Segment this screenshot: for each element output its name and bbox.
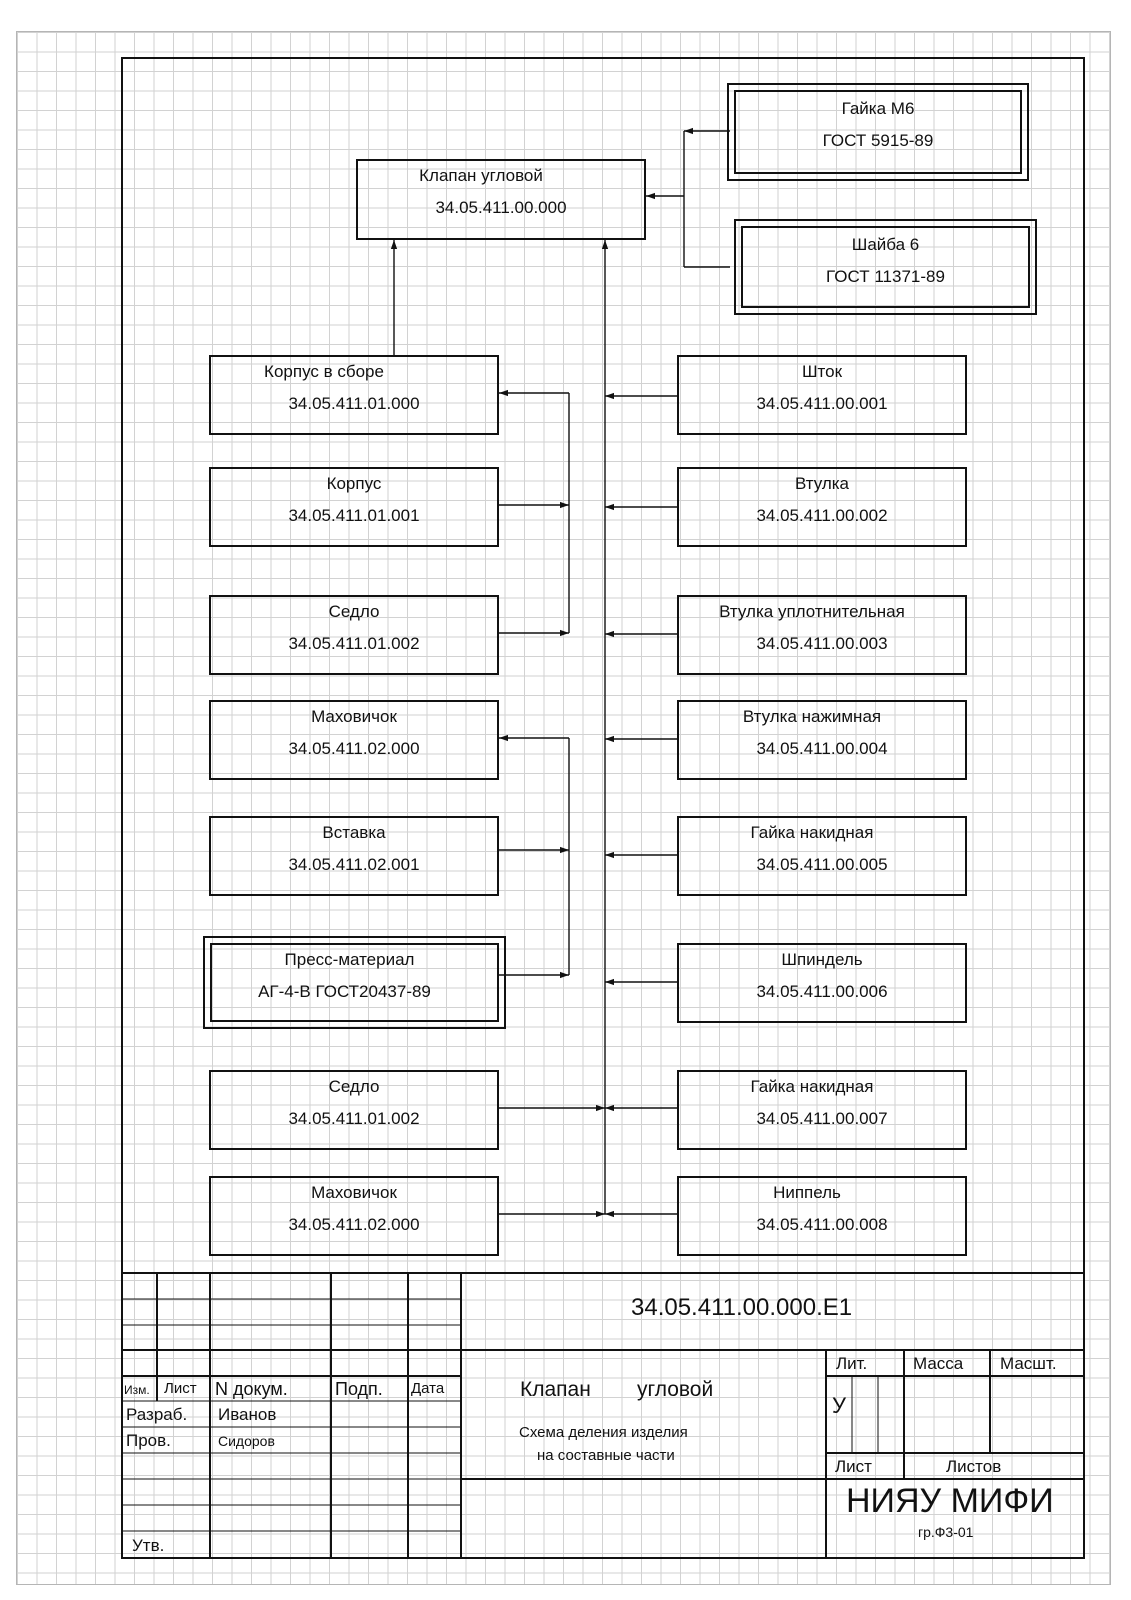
- right-box-gaika-nakidnaya-1: Гайка накидная 34.05.411.00.005: [677, 816, 967, 896]
- product-name-part-2: угловой: [637, 1378, 714, 1401]
- standard-part-gaika-m6: Гайка М6 ГОСТ 5915-89: [727, 83, 1029, 181]
- part-code: 34.05.411.00.001: [756, 394, 888, 413]
- part-code: 34.05.411.00.002: [756, 506, 888, 525]
- right-box-gaika-nakidnaya-2: Гайка накидная 34.05.411.00.007: [677, 1070, 967, 1150]
- col-ndokum-label: N докум.: [215, 1379, 288, 1399]
- masshtab-label: Масшт.: [1000, 1354, 1057, 1373]
- part-code: 34.05.411.02.001: [288, 855, 420, 874]
- part-code: 34.05.411.00.006: [756, 982, 888, 1001]
- left-box-press-material: Пресс-материал АГ-4-В ГОСТ20437-89: [203, 936, 506, 1029]
- product-name-part-1: Клапан: [520, 1378, 591, 1401]
- part-name: Ниппель: [773, 1183, 841, 1202]
- left-box-korpus-v-sbore: Корпус в сборе 34.05.411.01.000: [209, 355, 499, 435]
- left-box-makhovichok: Маховичок 34.05.411.02.000: [209, 700, 499, 780]
- razrab-label: Разраб.: [126, 1405, 188, 1424]
- part-code: 34.05.411.01.002: [288, 634, 420, 653]
- document-designation: 34.05.411.00.000.Е1: [631, 1294, 853, 1321]
- organization-name: НИЯУ МИФИ: [846, 1482, 1054, 1520]
- part-code: 34.05.411.00.003: [756, 634, 888, 653]
- part-code: 34.05.411.00.005: [756, 855, 888, 874]
- right-box-vtulka-uplotnitelnaya: Втулка уплотнительная 34.05.411.00.003: [677, 595, 967, 675]
- left-box-sedlo-lower: Седло 34.05.411.01.002: [209, 1070, 499, 1150]
- part-name: Вставка: [322, 823, 386, 842]
- part-name: Корпус: [326, 474, 382, 493]
- col-list-label: Лист: [164, 1380, 197, 1397]
- drawing-frame: [121, 57, 1085, 1559]
- part-name: Гайка накидная: [750, 1077, 874, 1096]
- part-code: 34.05.411.00.007: [756, 1109, 888, 1128]
- part-name: Шпиндель: [781, 950, 863, 969]
- part-code: 34.05.411.01.000: [288, 394, 420, 413]
- part-name: Шток: [801, 362, 843, 381]
- root-assembly-box: Клапан угловой 34.05.411.00.000: [356, 159, 646, 240]
- part-name: Маховичок: [311, 1183, 397, 1202]
- right-box-shpindel: Шпиндель 34.05.411.00.006: [677, 943, 967, 1023]
- col-izm-label: Изм.: [124, 1383, 150, 1397]
- right-box-nippel: Ниппель 34.05.411.00.008: [677, 1176, 967, 1256]
- part-name: Корпус в сборе: [264, 362, 384, 381]
- prov-name: Сидоров: [218, 1433, 275, 1449]
- lit-label: Лит.: [836, 1354, 868, 1373]
- part-name: Пресс-материал: [284, 950, 415, 969]
- part-code: АГ-4-В ГОСТ20437-89: [258, 982, 431, 1001]
- part-name: Маховичок: [311, 707, 397, 726]
- standard-part-code: ГОСТ 5915-89: [822, 131, 934, 150]
- part-code: 34.05.411.01.002: [288, 1109, 420, 1128]
- root-name: Клапан угловой: [419, 166, 543, 185]
- root-code: 34.05.411.00.000: [435, 198, 567, 217]
- part-name: Втулка: [794, 474, 850, 493]
- group-number: гр.Ф3-01: [918, 1524, 974, 1540]
- part-name: Втулка уплотнительная: [719, 602, 905, 621]
- col-podp-label: Подп.: [335, 1379, 383, 1399]
- right-box-vtulka: Втулка 34.05.411.00.002: [677, 467, 967, 547]
- right-box-vtulka-nazhimnaya: Втулка нажимная 34.05.411.00.004: [677, 700, 967, 780]
- document-type-line-1: Схема деления изделия: [519, 1424, 688, 1441]
- sheets-label: Листов: [946, 1457, 1002, 1476]
- part-code: 34.05.411.02.000: [288, 1215, 420, 1234]
- razrab-name: Иванов: [218, 1405, 277, 1424]
- part-name: Гайка накидная: [750, 823, 874, 842]
- part-name: Седло: [328, 602, 380, 621]
- sheet-label: Лист: [835, 1457, 872, 1476]
- document-type-line-2: на составные части: [537, 1447, 675, 1464]
- left-box-sedlo: Седло 34.05.411.01.002: [209, 595, 499, 675]
- right-box-shtok: Шток 34.05.411.00.001: [677, 355, 967, 435]
- part-code: 34.05.411.00.004: [756, 739, 888, 758]
- massa-label: Масса: [913, 1354, 964, 1373]
- part-name: Втулка нажимная: [742, 707, 882, 726]
- standard-part-name: Гайка М6: [841, 99, 915, 118]
- part-code: 34.05.411.02.000: [288, 739, 420, 758]
- standard-part-name: Шайба 6: [851, 235, 920, 254]
- left-box-korpus: Корпус 34.05.411.01.001: [209, 467, 499, 547]
- left-box-vstavka: Вставка 34.05.411.02.001: [209, 816, 499, 896]
- col-data-label: Дата: [411, 1380, 445, 1397]
- lit-value: У: [832, 1393, 846, 1418]
- standard-part-code: ГОСТ 11371-89: [826, 267, 945, 286]
- standard-part-shaiba-6: Шайба 6 ГОСТ 11371-89: [734, 219, 1037, 315]
- prov-label: Пров.: [126, 1431, 171, 1450]
- part-name: Седло: [328, 1077, 380, 1096]
- part-code: 34.05.411.01.001: [288, 506, 420, 525]
- left-box-makhovichok-lower: Маховичок 34.05.411.02.000: [209, 1176, 499, 1256]
- utv-label: Утв.: [132, 1536, 165, 1555]
- part-code: 34.05.411.00.008: [756, 1215, 888, 1234]
